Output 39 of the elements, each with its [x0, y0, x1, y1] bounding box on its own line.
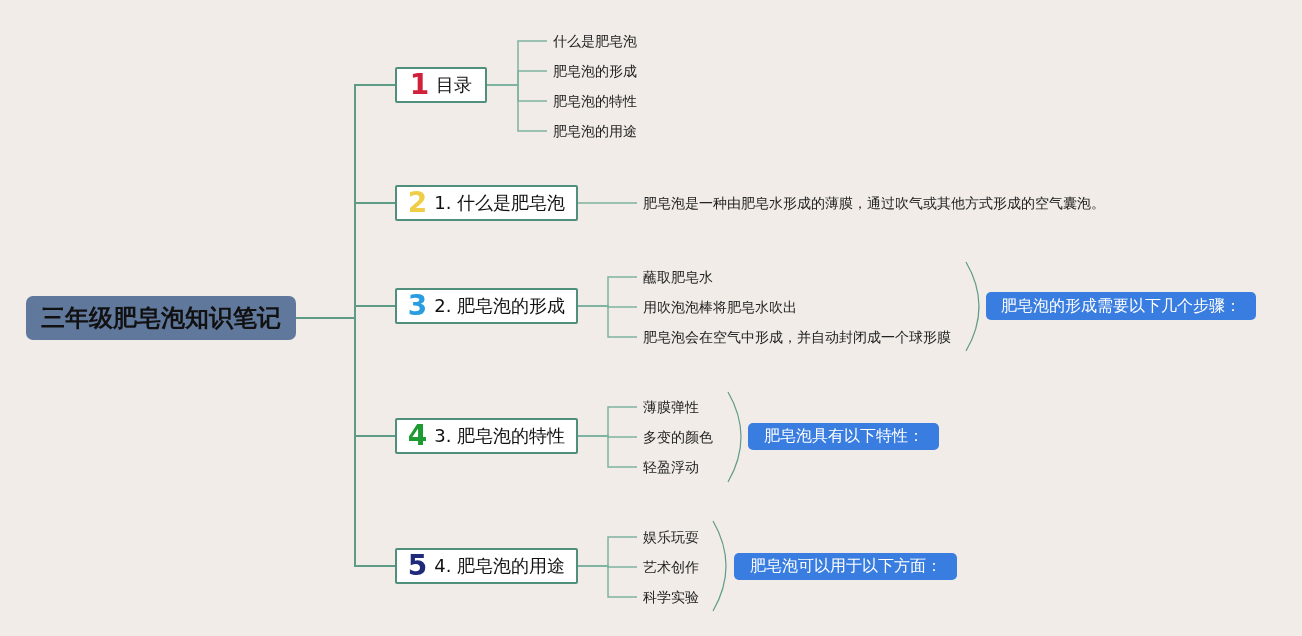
topic-title: 1. 什么是肥皂泡 — [434, 192, 566, 214]
topic-title: 2. 肥皂泡的形成 — [434, 295, 566, 317]
subtopic-text: 科学实验 — [643, 588, 699, 606]
topic-number: 5 — [407, 551, 428, 581]
connector-line — [486, 84, 548, 132]
topic-box — [395, 288, 578, 324]
topic-box — [395, 418, 578, 454]
topic-box — [395, 67, 487, 103]
connector-line — [577, 305, 638, 338]
connector-line — [577, 565, 638, 598]
connector-line — [295, 317, 396, 567]
subtopic-text: 肥皂泡会在空气中形成，并自动封闭成一个球形膜 — [643, 328, 951, 346]
subtopic-text: 艺术创作 — [643, 558, 699, 576]
subtopic-text: 肥皂泡是一种由肥皂水形成的薄膜，通过吹气或其他方式形成的空气囊泡。 — [643, 194, 1105, 212]
subtopic-text: 肥皂泡的形成 — [553, 62, 637, 80]
subtopic-text: 蘸取肥皂水 — [643, 268, 713, 286]
root-topic: 三年级肥皂泡知识笔记 — [26, 296, 296, 340]
connector-line — [577, 435, 638, 468]
topic-title: 3. 肥皂泡的特性 — [434, 425, 566, 447]
summary-label: 肥皂泡可以用于以下方面： — [734, 553, 957, 580]
summary-label: 肥皂泡的形成需要以下几个步骤： — [986, 292, 1256, 320]
subtopic-text: 轻盈浮动 — [643, 458, 699, 476]
subtopic-text: 什么是肥皂泡 — [553, 32, 637, 50]
topic-title: 目录 — [436, 74, 473, 96]
topic-box — [395, 548, 578, 584]
subtopic-text: 薄膜弹性 — [643, 398, 699, 416]
summary-label: 肥皂泡具有以下特性： — [748, 423, 939, 450]
subtopic-text: 用吹泡泡棒将肥皂水吹出 — [643, 298, 797, 316]
topic-title: 4. 肥皂泡的用途 — [434, 555, 566, 577]
topic-box — [395, 185, 578, 221]
topic-number: 3 — [407, 291, 428, 321]
subtopic-text: 多变的颜色 — [643, 428, 713, 446]
topic-number: 1 — [409, 70, 430, 100]
topic-number: 2 — [407, 188, 428, 218]
subtopic-text: 娱乐玩耍 — [643, 528, 699, 546]
topic-number: 4 — [407, 421, 428, 451]
subtopic-text: 肥皂泡的用途 — [553, 122, 637, 140]
connector-line — [577, 202, 638, 204]
subtopic-text: 肥皂泡的特性 — [553, 92, 637, 110]
